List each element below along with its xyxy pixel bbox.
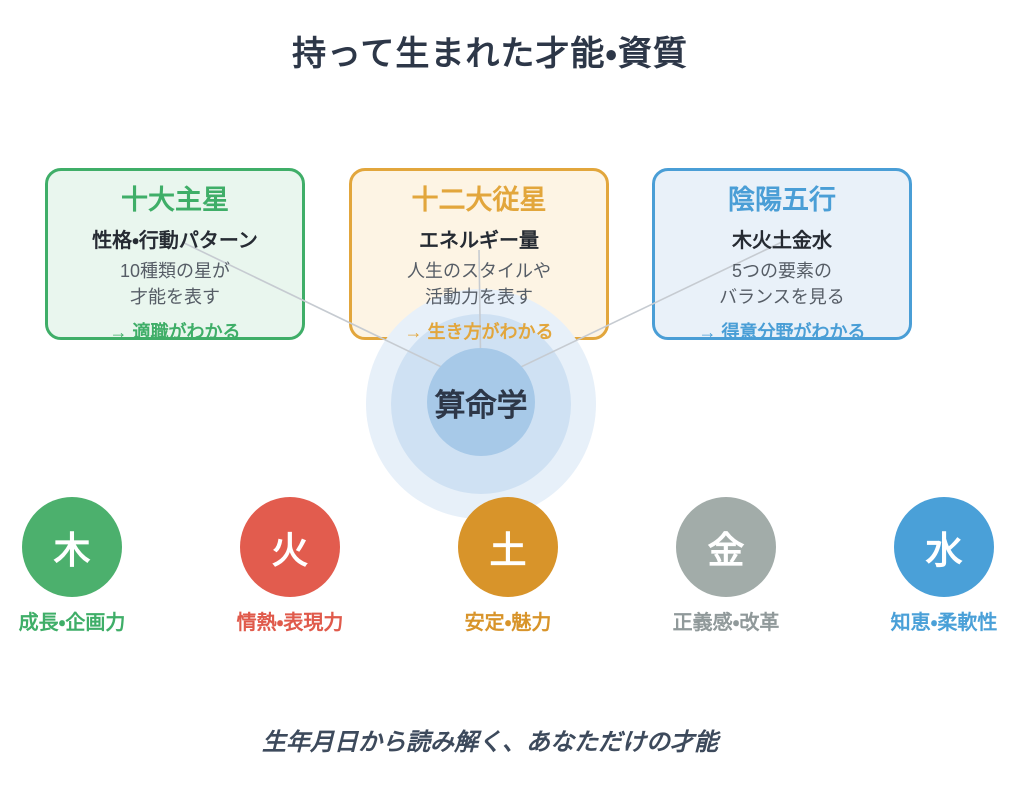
card-yinyang-five-elements: 陰陽五行 木火土金水 5つの要素の バランスを見る → 得意分野がわかる bbox=[652, 168, 912, 342]
card-title: 十二大従星 bbox=[411, 185, 547, 215]
card-body-line2: 才能を表す bbox=[130, 287, 220, 308]
element-fire-glyph: 火 bbox=[271, 530, 309, 571]
card-subtitle: 木火土金水 bbox=[732, 230, 832, 253]
card-body-line1: 人生のスタイルや bbox=[407, 261, 551, 282]
element-earth-circle: 土 bbox=[458, 497, 558, 597]
card-twelve-minor-stars: 十二大従星 エネルギー量 人生のスタイルや 活動力を表す → 生き方がわかる bbox=[349, 168, 609, 342]
element-earth: 土 安定・魅力 bbox=[438, 497, 578, 635]
card-body-line2: 活動力を表す bbox=[425, 287, 533, 308]
element-wood-glyph: 木 bbox=[53, 530, 91, 571]
card-content: 十大主星 性格・行動パターン 10種類の星が 才能を表す → 適職がわかる bbox=[48, 171, 302, 344]
center-label: 算命学 bbox=[434, 387, 528, 423]
card-subtitle: エネルギー量 bbox=[419, 230, 539, 253]
page-title: 持って生まれた才能・資質 bbox=[292, 35, 688, 73]
caption: 生年月日から読み解く、あなただけの才能 bbox=[262, 729, 718, 756]
element-metal-circle: 金 bbox=[676, 497, 776, 597]
element-metal: 金 正義感・改革 bbox=[656, 497, 796, 635]
element-water: 水 知恵・柔軟性 bbox=[874, 497, 1014, 635]
element-earth-label: 安定・魅力 bbox=[464, 612, 552, 634]
card-body: 人生のスタイルや 活動力を表す bbox=[352, 258, 606, 310]
element-water-circle: 水 bbox=[894, 497, 994, 597]
card-content: 十二大従星 エネルギー量 人生のスタイルや 活動力を表す → 生き方がわかる bbox=[352, 171, 606, 344]
element-earth-glyph: 土 bbox=[489, 530, 527, 571]
element-water-glyph: 水 bbox=[925, 530, 963, 571]
center-circle: 算命学 bbox=[427, 348, 535, 456]
element-fire-label: 情熱・表現力 bbox=[236, 612, 344, 634]
card-title: 陰陽五行 bbox=[728, 185, 836, 215]
card-body-line1: 5つの要素の bbox=[731, 261, 832, 282]
element-wood: 木 成長・企画力 bbox=[2, 497, 142, 635]
card-subtitle: 性格・行動パターン bbox=[92, 230, 258, 253]
element-fire-circle: 火 bbox=[240, 497, 340, 597]
card-result: → 生き方がわかる bbox=[404, 321, 554, 342]
element-fire: 火 情熱・表現力 bbox=[220, 497, 360, 635]
card-body: 5つの要素の バランスを見る bbox=[655, 258, 909, 310]
element-metal-glyph: 金 bbox=[707, 530, 745, 571]
element-wood-label: 成長・企画力 bbox=[18, 612, 126, 634]
card-content: 陰陽五行 木火土金水 5つの要素の バランスを見る → 得意分野がわかる bbox=[655, 171, 909, 344]
element-metal-label: 正義感・改革 bbox=[672, 612, 780, 634]
card-ten-major-stars: 十大主星 性格・行動パターン 10種類の星が 才能を表す → 適職がわかる bbox=[45, 168, 305, 342]
card-body-line1: 10種類の星が bbox=[119, 261, 231, 282]
card-body: 10種類の星が 才能を表す bbox=[48, 258, 302, 310]
element-water-label: 知恵・柔軟性 bbox=[890, 612, 998, 634]
card-result: → 適職がわかる bbox=[109, 321, 241, 342]
card-title: 十大主星 bbox=[121, 185, 229, 215]
card-body-line2: バランスを見る bbox=[719, 287, 845, 308]
card-result: → 得意分野がわかる bbox=[698, 321, 866, 342]
element-wood-circle: 木 bbox=[22, 497, 122, 597]
